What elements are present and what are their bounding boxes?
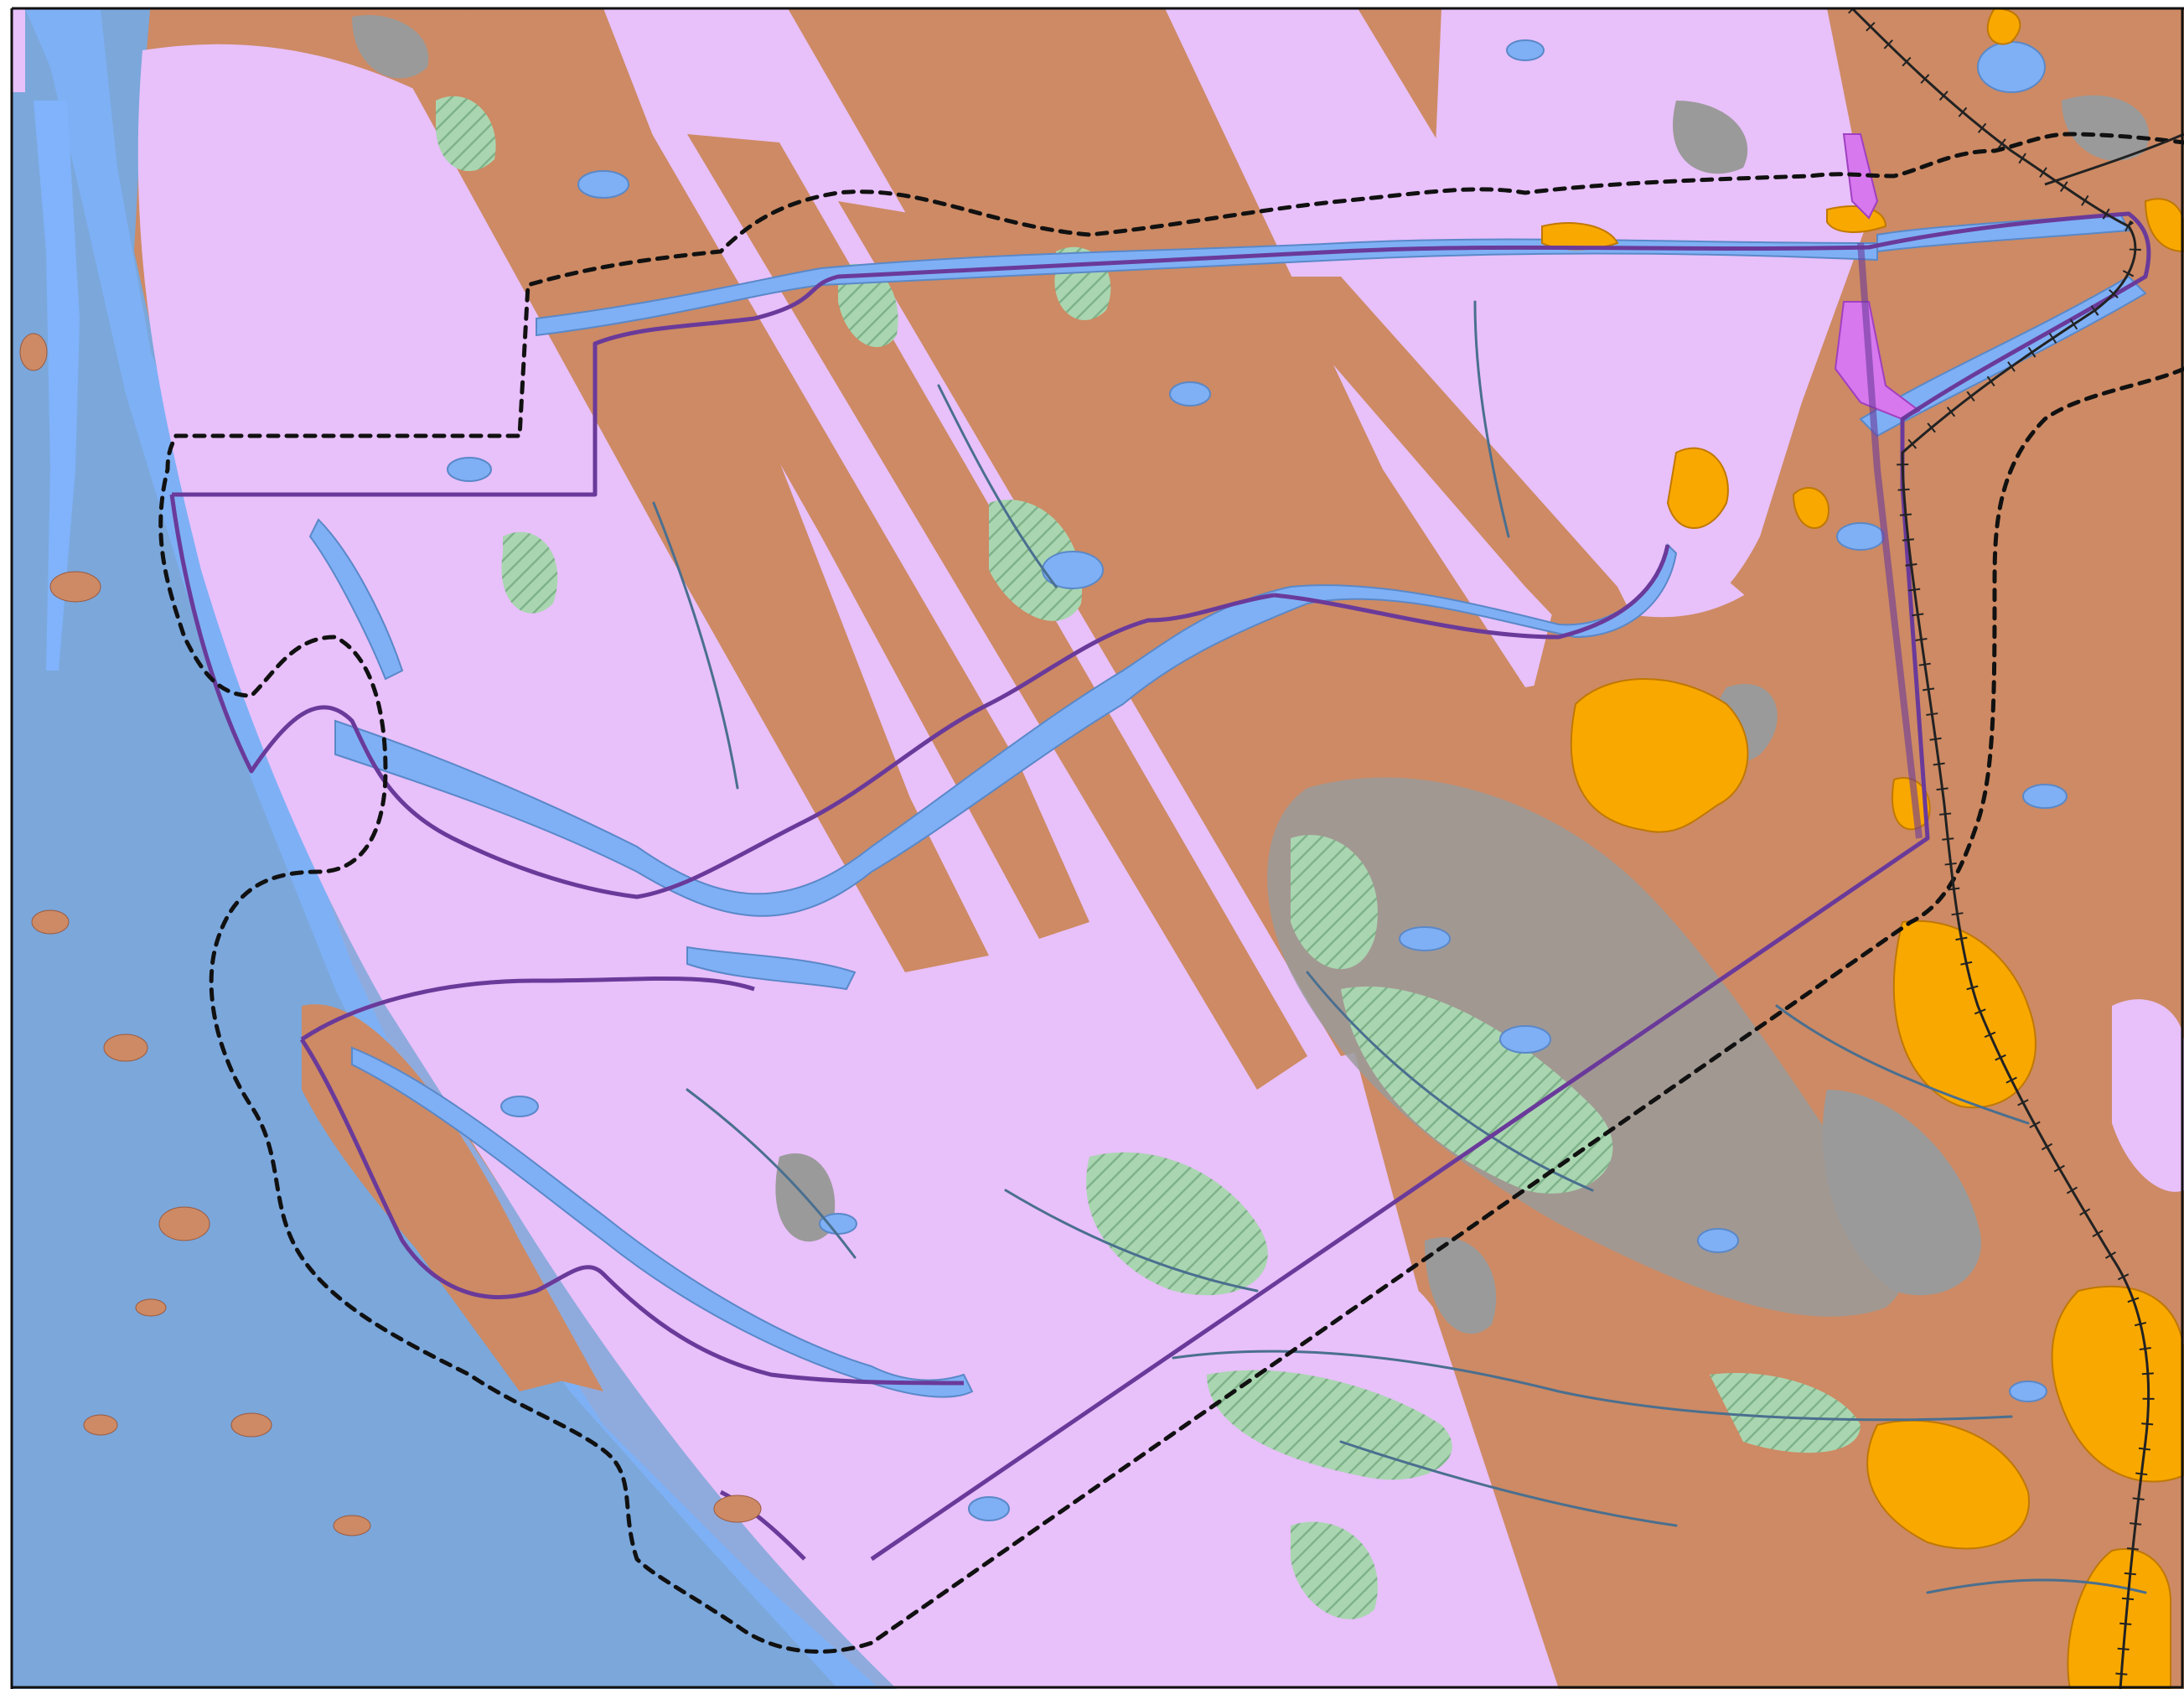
wetlands: [352, 15, 2149, 1334]
railway: [1848, 8, 2184, 1689]
top-margin: [0, 0, 2184, 8]
study-area-boundary: [158, 132, 2184, 1654]
offshore-channel: [34, 101, 80, 671]
settlements: [1541, 8, 2184, 1689]
open-sea: [12, 8, 880, 1689]
streams: [652, 300, 2147, 1594]
sea-islands: [19, 333, 762, 1536]
hatched-areas: [436, 96, 1861, 1619]
left-margin: [0, 0, 12, 1689]
inner-sea: [25, 8, 905, 1689]
project-boundary: [169, 211, 2151, 1562]
